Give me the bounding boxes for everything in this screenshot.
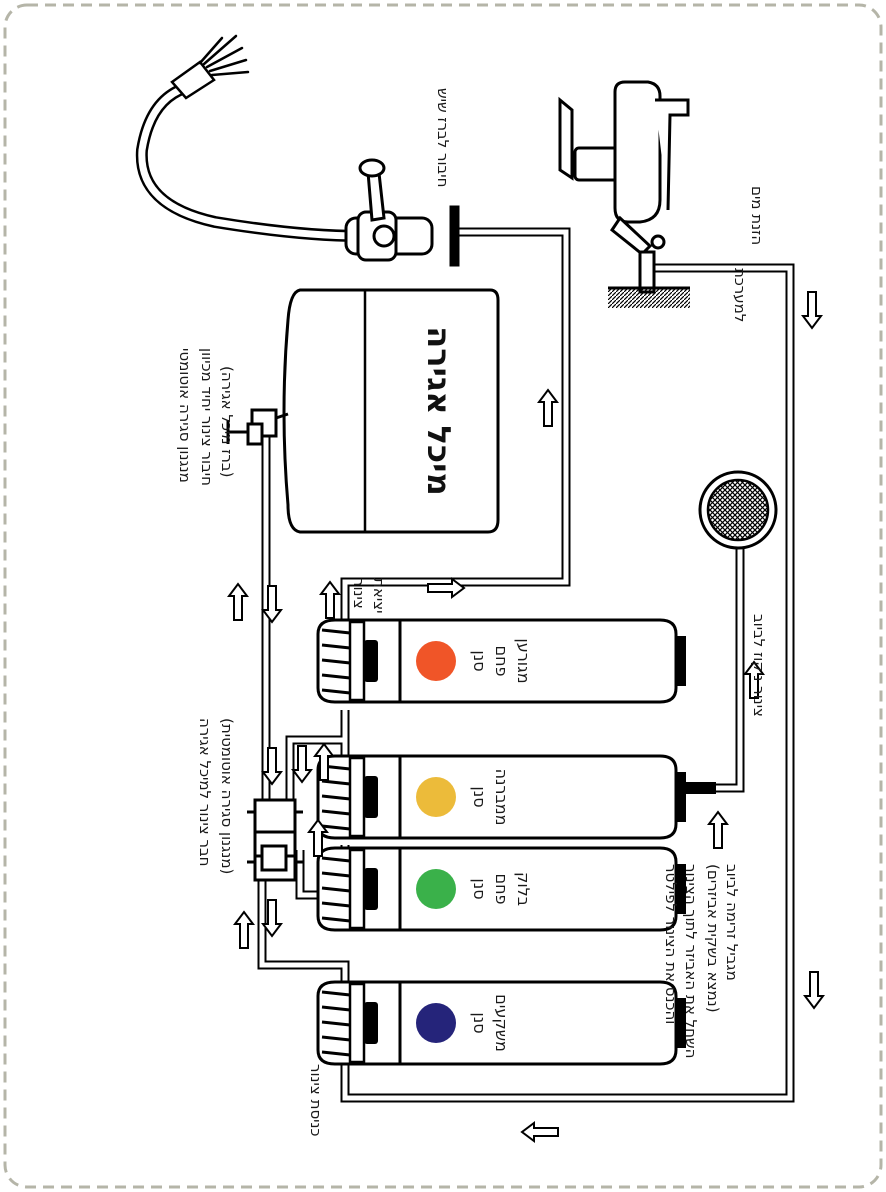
cap-slot	[364, 640, 378, 682]
flow-arrow-up	[319, 580, 341, 619]
cap-rib	[321, 916, 351, 923]
cap-rib	[321, 901, 351, 908]
filter-label: משקעים	[492, 994, 511, 1052]
filter-label: סנן	[470, 878, 489, 899]
cap-ring	[348, 982, 366, 1064]
cap-rib	[321, 809, 351, 816]
cap-rib	[321, 824, 351, 831]
filter-label: פחם	[492, 645, 511, 676]
filter-body	[398, 846, 678, 932]
feed-valve-label-2: למערכת	[731, 268, 749, 322]
flow-arrow-down	[261, 747, 283, 786]
cap-rib	[321, 1005, 351, 1012]
cap-rib	[321, 688, 351, 695]
flow-arrow-right	[427, 577, 466, 599]
filter-end	[676, 998, 686, 1048]
tank-valve-label-3: מנגנון סגירה אוטומטי	[176, 348, 194, 483]
flow-arrow-up	[707, 810, 729, 849]
tank-valve-label-2: חיבור צינור יחיד מכיוון	[198, 348, 216, 486]
flow-arrow-left	[520, 1121, 559, 1143]
filter-label: בלוק	[514, 872, 533, 906]
auto-shutoff-label-2: חבר צינור למיכל אגירה	[196, 718, 214, 866]
filter-color-dot	[416, 869, 456, 909]
outlet-label-2: צינור	[350, 578, 368, 609]
cap-rib	[321, 871, 351, 878]
filter-label: סנן	[470, 650, 489, 671]
storage-tank: מיכל אגירה	[282, 288, 500, 534]
flow-arrow-up	[313, 742, 335, 781]
filter-body	[398, 618, 678, 704]
flow-restrictor-label-4: והכנס את הצינור לפילטר	[662, 864, 680, 1024]
flow-arrow-up	[743, 660, 765, 699]
page-frame	[3, 3, 883, 1189]
filter-color-dot	[416, 777, 456, 817]
flow-arrow-down	[291, 745, 313, 784]
flow-restrictor-label-3: השחל את האביזר לתוך הצינור	[682, 864, 700, 1058]
filter-label: פחם	[492, 873, 511, 904]
outlet-label-1: יציאת	[370, 578, 388, 614]
flow-arrow-up	[233, 910, 255, 949]
tank-valve-label-1: (ברז מיכל אגירה)	[218, 366, 236, 477]
cap-slot	[364, 868, 378, 910]
inlet-label: כניסת צינור	[307, 1064, 325, 1137]
cap-ring	[348, 848, 366, 930]
cap-slot	[364, 1002, 378, 1044]
cap-rib	[321, 1020, 351, 1027]
filter-label: מגורען	[514, 638, 533, 683]
filter-body	[398, 980, 678, 1066]
cap-rib	[321, 673, 351, 680]
auto-shutoff-label-1: (מנגנון סגירה אוטומטית)	[218, 718, 236, 874]
filter-label: סנן	[470, 1012, 489, 1033]
flow-arrow-up	[227, 582, 249, 621]
annotation-labels: חיבור לברז שיש הזנת מים למערכת (ברז מיכל…	[176, 88, 768, 1137]
tank-valve	[226, 408, 289, 446]
filter-end	[676, 864, 686, 914]
cap-slot	[364, 776, 378, 818]
cap-rib	[321, 658, 351, 665]
cap-rib	[321, 794, 351, 801]
flow-arrow-down	[801, 291, 823, 330]
cap-ring	[348, 620, 366, 702]
filter-end	[676, 772, 686, 822]
tank-label: מיכל אגירה	[420, 326, 458, 495]
filter-label: ממברנה	[492, 769, 511, 826]
flow-arrow-up	[537, 388, 559, 427]
filter-end	[676, 636, 686, 686]
flow-arrow-down	[261, 899, 283, 938]
drain-strainer	[698, 470, 778, 550]
cap-rib	[321, 886, 351, 893]
flow-arrows	[227, 291, 825, 1143]
feed-valve-illustration	[558, 80, 690, 308]
filter-color-dot	[416, 1003, 456, 1043]
cap-ring	[348, 756, 366, 838]
faucet-illustration	[135, 34, 460, 267]
filter-body	[398, 754, 678, 840]
cap-rib	[321, 1050, 351, 1057]
cap-rib	[321, 628, 351, 635]
cap-rib	[321, 643, 351, 650]
flow-restrictor-label-1: מגביל זרימה לביוב	[723, 864, 741, 981]
cap-rib	[321, 1035, 351, 1042]
feed-valve-label: הזנת מים	[748, 186, 766, 245]
filter-color-dot	[416, 641, 456, 681]
drain-label: צינור ניקוז לביוב	[750, 614, 768, 717]
flow-restrictor-label-2: (נמצא בשקית אביזרים)	[704, 864, 722, 1013]
flow-arrow-up	[307, 818, 329, 857]
filter-label: סנן	[470, 786, 489, 807]
cap-rib	[321, 990, 351, 997]
cap-rib	[321, 856, 351, 863]
cap-rib	[321, 779, 351, 786]
flow-arrow-down	[261, 585, 283, 624]
auto-shutoff-valve	[247, 798, 303, 882]
faucet-label: חיבור לברז שיש	[434, 88, 452, 187]
flow-arrow-down	[803, 971, 825, 1010]
